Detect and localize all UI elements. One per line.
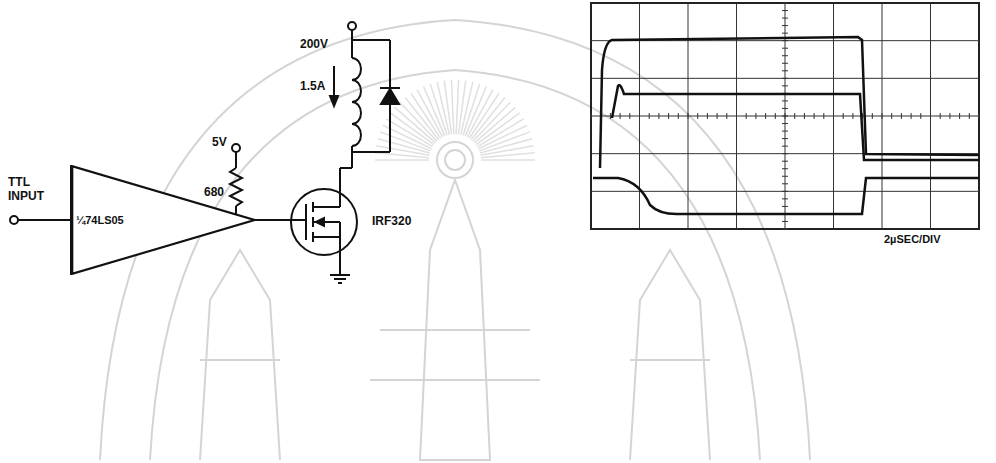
- current-arrow: [333, 66, 335, 100]
- mosfet-symbol: [291, 189, 357, 255]
- supply-voltage: 5V: [212, 136, 227, 150]
- circuit: [10, 22, 400, 283]
- resistor-symbol: [230, 168, 242, 206]
- wire: [351, 30, 353, 58]
- supply-terminal: [232, 144, 240, 152]
- resistor-value: 680: [204, 186, 224, 200]
- timebase-label: 2µSEC/DIV: [884, 233, 940, 246]
- drain-wire: [339, 168, 341, 207]
- scope-traces: [593, 37, 979, 214]
- supply-terminal: [348, 22, 356, 30]
- trace-gate: [612, 85, 979, 160]
- current-value: 1.5A: [300, 80, 325, 94]
- trace-drain-voltage: [593, 178, 979, 214]
- wire: [235, 152, 237, 168]
- input-terminal: [10, 216, 18, 224]
- signal-name: TTL INPUT: [8, 176, 52, 204]
- source-wire: [339, 237, 341, 275]
- part-number: ¼74LS05: [76, 214, 124, 226]
- part-number: IRF320: [372, 215, 411, 229]
- supply-voltage: 200V: [300, 38, 328, 52]
- watermark-rays: [375, 80, 535, 160]
- scope-grid: [591, 3, 979, 229]
- wire: [18, 219, 70, 221]
- scope-graticule: [591, 3, 979, 229]
- trace-drain-current: [600, 37, 979, 168]
- inverter-buffer: ¼74LS05: [70, 165, 257, 275]
- ground-symbol: [330, 274, 350, 276]
- watermark: [100, 20, 810, 460]
- inductor-coil: [352, 58, 361, 146]
